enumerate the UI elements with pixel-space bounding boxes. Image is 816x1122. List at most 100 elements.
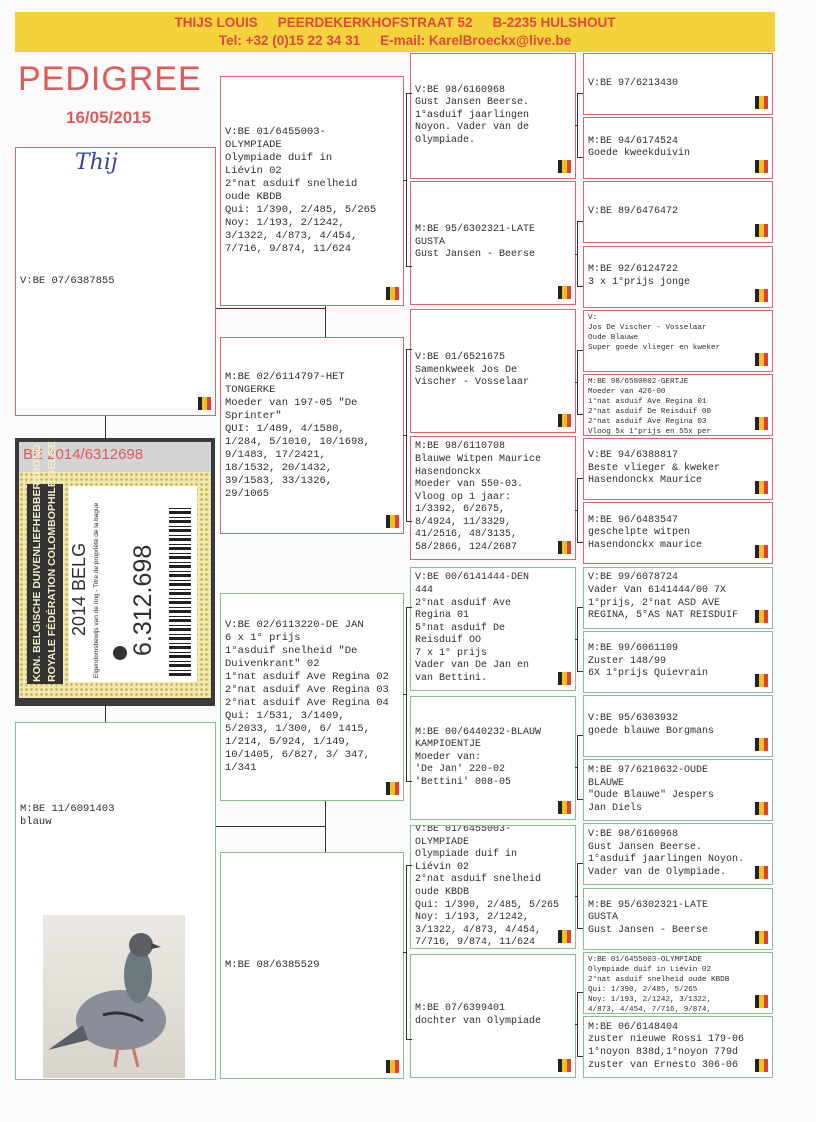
pedigree-entry-text: V:BE 01/6521675 Samenkweek Jos De Vische…	[415, 352, 530, 389]
connector-line	[406, 865, 412, 866]
great-great-grandparent-box: M:BE 06/6148404 zuster nieuwe Rossi 179-…	[583, 1016, 773, 1078]
pedigree-entry-text: V:BE 89/6476472	[588, 206, 679, 218]
breeder-city: B-2235 HULSHOUT	[492, 15, 616, 30]
belgium-flag-icon	[558, 286, 571, 299]
pedigree-entry-text: V:BE 00/6141444-DEN 444 2°nat asduif Ave…	[415, 572, 530, 685]
belgium-flag-icon	[755, 1059, 768, 1072]
great-grandparent-box: V:BE 01/6521675 Samenkweek Jos De Vische…	[410, 309, 576, 433]
great-great-grandparent-box: V:BE 97/6213430	[583, 53, 773, 115]
connector-line	[575, 638, 578, 640]
great-grandparent-box: V:BE 00/6141444-DEN 444 2°nat asduif Ave…	[410, 567, 576, 691]
great-great-grandparent-box: V:BE 01/6455003-OLYMPIADE Olympiade duif…	[583, 951, 773, 1014]
pedigree-entry-text: V:BE 94/6388817 Beste vlieger & kweker H…	[588, 450, 721, 487]
connector-line	[403, 694, 407, 695]
breeder-address: PEERDEKERKHOFSTRAAT 52	[277, 15, 473, 30]
connector-line	[577, 93, 583, 94]
great-great-grandparent-box: M:BE 96/6483547 geschelpte witpen Hasend…	[583, 502, 773, 565]
connector-line	[406, 607, 412, 608]
belgium-flag-icon	[755, 224, 768, 238]
pedigree-entry-text: M:BE 00/6440232-BLAUW KAMPIOENTJE Moeder…	[415, 726, 542, 788]
pedigree-entry-text: V: Jos De Vischer - Vosselaar Oude Blauw…	[588, 313, 721, 352]
ring-certificate: KON. BELGISCHE DUIVENLIEFHEBBERSBOND ROY…	[19, 441, 211, 698]
pedigree-date: 16/05/2015	[66, 108, 152, 127]
breeder-email: E-mail: KarelBroeckx@live.be	[380, 33, 572, 48]
connector-line	[577, 670, 583, 672]
great-great-grandparent-box: M:BE 94/6174524 Goede kweekduivin	[583, 117, 773, 180]
pedigree-entry-text: M:BE 96/6483547 geschelpte witpen Hasend…	[588, 514, 703, 551]
connector-line	[105, 706, 106, 722]
connector-line	[575, 510, 578, 512]
connector-line	[577, 863, 583, 865]
connector-line	[216, 308, 326, 309]
great-grandparent-box: V:BE 01/6455003- OLYMPIADE Olympiade dui…	[410, 825, 576, 949]
belgium-flag-icon	[558, 801, 571, 814]
belgium-flag-icon	[755, 481, 768, 495]
connector-line	[406, 93, 412, 94]
connector-line	[577, 285, 583, 287]
connector-line	[406, 781, 412, 782]
pedigree-entry-text: M:BE 92/6124722 3 x 1°prijs jonge	[588, 264, 691, 288]
belgium-flag-icon	[386, 515, 399, 528]
barcode	[169, 506, 191, 676]
ring-serial: 6.312.698	[129, 544, 157, 656]
connector-line	[105, 416, 106, 438]
great-grandparent-box: M:BE 07/6399401 dochter van Olympiade	[410, 954, 576, 1078]
belgium-flag-icon	[386, 1060, 399, 1073]
connector-line	[403, 179, 407, 181]
belgium-flag-icon	[386, 782, 399, 795]
pedigree-entry-text: V:BE 02/6113220-DE JAN 6 x 1° prijs 1°as…	[225, 619, 389, 774]
pedigree-entry-text: V:BE 99/6078724 Vader Van 6141444/00 7X …	[588, 572, 739, 622]
belgium-flag-icon	[755, 545, 768, 559]
great-great-grandparent-box: M:BE 97/6210632-OUDE BLAUWE "Oude Blauwe…	[583, 759, 773, 822]
pedigree-entry-text: M:BE 02/6114797-HET TONGERKE Moeder van …	[225, 370, 370, 500]
great-great-grandparent-box: M:BE 92/6124722 3 x 1°prijs jonge	[583, 245, 773, 308]
federation-nl: KON. BELGISCHE DUIVENLIEFHEBBERSBOND	[31, 443, 43, 682]
connector-line	[406, 1039, 412, 1040]
connector-line	[577, 799, 583, 801]
connector-line	[577, 414, 583, 415]
connector-line	[577, 1056, 583, 1057]
pedigree-entry-text: V:BE 01/6455003-OLYMPIADE Olympiade duif…	[588, 955, 730, 1014]
pedigree-entry-text: V:BE 97/6213430	[588, 77, 679, 89]
pedigree-entry-text: V:BE 95/6303932 goede blauwe Borgmans	[588, 713, 715, 737]
belgium-flag-icon	[755, 609, 768, 623]
pedigree-entry-text: M:BE 07/6399401 dochter van Olympiade	[415, 1003, 542, 1027]
belgium-flag-icon	[198, 397, 211, 410]
great-grandparent-box: V:BE 98/6160968 Gust Jansen Beerse. 1°as…	[410, 53, 576, 179]
belgium-flag-icon	[755, 288, 768, 302]
connector-line	[403, 435, 407, 436]
page-title: PEDIGREE	[18, 60, 202, 98]
pedigree-entry-text: V:BE 01/6455003- OLYMPIADE Olympiade dui…	[225, 126, 377, 255]
connector-line	[575, 253, 578, 255]
ring-year-country: 2014 BELG	[69, 542, 89, 636]
header-banner: THIJS LOUIS PEERDEKERKHOFSTRAAT 52 B-2235 …	[15, 12, 775, 52]
pedigree-entry-text: M:BE 99/6061109 Zuster 148/99 6X 1°prijs…	[588, 642, 709, 680]
sire-box: V:BE 07/6387855	[15, 147, 216, 416]
connector-line	[577, 221, 583, 223]
connector-line	[575, 767, 578, 769]
ring-hole	[113, 646, 127, 660]
pedigree-entry-text: M:BE 98/6110708 Blauwe Witpen Maurice Ha…	[415, 441, 542, 554]
belgium-flag-icon	[755, 96, 768, 109]
belgium-flag-icon	[755, 160, 768, 174]
granddam-maternal-box: M:BE 08/6385529	[220, 852, 404, 1079]
grandsire-maternal-box: V:BE 02/6113220-DE JAN 6 x 1° prijs 1°as…	[220, 593, 404, 801]
belgium-flag-icon	[755, 994, 768, 1008]
connector-line	[577, 349, 583, 351]
great-great-grandparent-box: M:BE 98/6580802-GERTJE Moeder van 426-00…	[583, 374, 773, 436]
great-grandparent-box: M:BE 00/6440232-BLAUW KAMPIOENTJE Moeder…	[410, 696, 576, 820]
belgium-flag-icon	[755, 673, 768, 687]
connector-line	[577, 863, 578, 928]
pedigree-entry-text: M:BE 97/6210632-OUDE BLAUWE "Oude Blauwe…	[588, 765, 715, 814]
connector-line	[406, 349, 412, 350]
pedigree-entry-text: V:BE 01/6455003- OLYMPIADE Olympiade dui…	[415, 825, 560, 949]
pedigree-entry-text: M:BE 94/6174524 Goede kweekduivin	[588, 135, 691, 160]
great-great-grandparent-box: V:BE 98/6160968 Gust Jansen Beerse. 1°as…	[583, 823, 773, 886]
pedigree-entry-text: M:BE 98/6580802-GERTJE Moeder van 426-00…	[588, 378, 712, 436]
breeder-name: THIJS LOUIS	[174, 15, 258, 30]
belgium-flag-icon	[755, 802, 768, 816]
belgium-flag-icon	[755, 738, 768, 751]
connector-line	[577, 221, 578, 286]
connector-line	[577, 927, 583, 929]
pedigree-entry-text: M:BE 06/6148404 zuster nieuwe Rossi 179-…	[588, 1021, 745, 1071]
